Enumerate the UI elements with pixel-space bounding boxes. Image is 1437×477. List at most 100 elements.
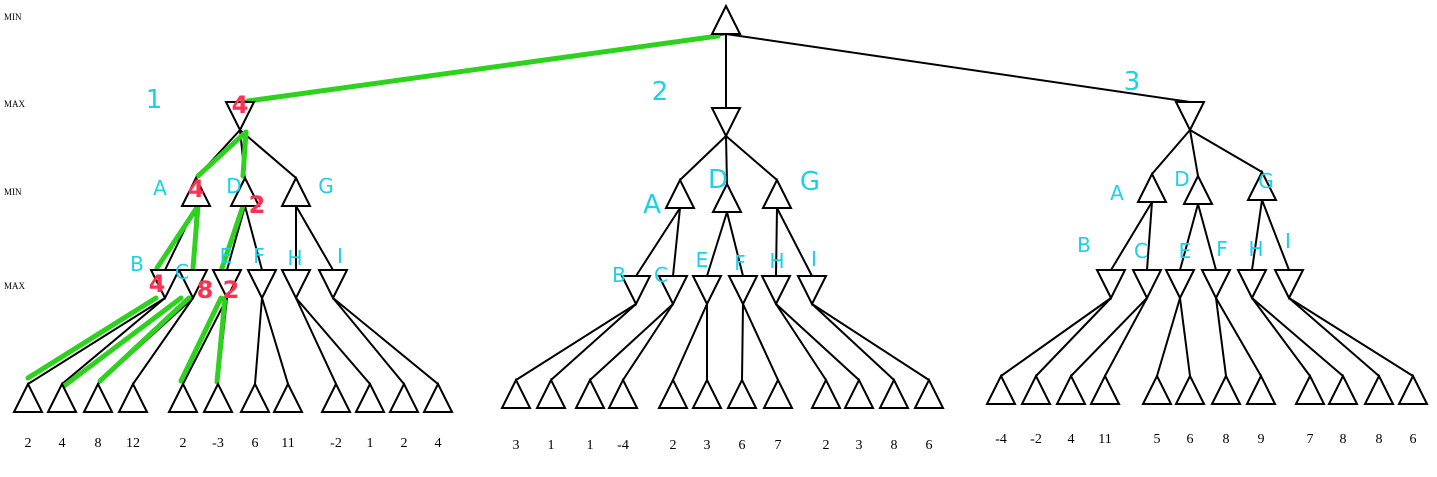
max-to-leaf-edge	[1288, 297, 1380, 377]
min-node	[280, 175, 312, 207]
leaf-node	[1089, 373, 1121, 405]
max-to-leaf-edge	[1035, 297, 1112, 377]
max-node	[657, 275, 689, 307]
min-node-letter-label: D	[226, 174, 241, 198]
leaf-node	[272, 381, 304, 413]
max-node	[1174, 101, 1206, 133]
leaf-value: 3	[856, 438, 863, 453]
leaf-node	[82, 381, 114, 413]
min-to-max-edge	[775, 207, 778, 277]
max-node-letter-label: E	[696, 248, 709, 272]
leaf-node	[422, 381, 454, 413]
max-node-letter-label: H	[1248, 237, 1263, 261]
leaf-node	[810, 377, 842, 409]
leaf-node	[843, 377, 875, 409]
root-to-max-edge	[725, 33, 1191, 103]
leaf-value: -4	[617, 438, 629, 453]
max-node-letter-label: B	[612, 263, 626, 287]
max-node-letter-label: I	[811, 247, 817, 271]
max-to-leaf-edge	[1179, 297, 1191, 377]
max-to-min-edge	[725, 135, 728, 185]
green-highlight-edge	[240, 129, 249, 179]
max-to-leaf-edge	[295, 297, 337, 385]
min-to-max-edge	[635, 207, 681, 277]
leaf-value: 9	[1258, 432, 1265, 447]
max-node-letter-label: F	[734, 251, 746, 275]
max-to-leaf-edge	[775, 303, 860, 381]
max-to-min-edge	[1189, 129, 1263, 173]
leaf-value: 1	[587, 438, 594, 453]
max-to-leaf-edge	[61, 297, 166, 385]
leaf-value: 4	[59, 436, 66, 451]
max-node	[317, 269, 349, 301]
leaf-node	[202, 381, 234, 413]
level-label-max: MAX	[4, 281, 26, 291]
leaf-node	[762, 377, 794, 409]
leaf-node	[1397, 373, 1429, 405]
green-highlight-edge	[245, 33, 721, 104]
max-node-letter-label: H	[769, 249, 784, 273]
leaf-node	[607, 377, 639, 409]
min-to-max-edge	[1261, 199, 1290, 271]
leaf-node	[1245, 373, 1277, 405]
subtree-label-3: 3	[1124, 67, 1141, 97]
max-to-leaf-edge	[1215, 297, 1227, 377]
leaf-node	[535, 377, 567, 409]
leaf-node	[1294, 373, 1326, 405]
max-to-leaf-edge	[332, 297, 439, 385]
max-to-leaf-edge	[1251, 297, 1344, 377]
leaf-node	[354, 381, 386, 413]
leaf-node	[657, 377, 689, 409]
max-to-leaf-edge	[132, 297, 194, 385]
leaf-value: 2	[25, 436, 32, 451]
level-label-max: MAX	[4, 99, 26, 109]
max-node-letter-label: B	[130, 252, 144, 276]
min-to-max-edge	[244, 205, 263, 271]
max-node-value-annotation: 2	[223, 276, 240, 304]
max-node-letter-label: C	[175, 260, 189, 284]
max-node-letter-label: H	[287, 246, 302, 270]
leaf-value: 1	[548, 438, 555, 453]
subtree-label-1: 1	[146, 85, 163, 115]
min-node-letter-label: D	[1174, 167, 1189, 191]
max-to-leaf-edge	[741, 303, 744, 381]
max-to-leaf-edge	[775, 303, 827, 381]
max-to-leaf-edge	[811, 303, 895, 381]
max-node	[211, 269, 243, 301]
green-path-highlights	[25, 33, 721, 389]
leaf-value: 6	[739, 438, 746, 453]
leaf-node	[1327, 373, 1359, 405]
max-node-letter-label: I	[337, 244, 343, 268]
leaf-value: 11	[281, 436, 294, 451]
max-to-leaf-edge	[811, 303, 930, 381]
leaf-value: -3	[212, 436, 224, 451]
tree-nodes	[12, 3, 1429, 413]
max-to-min-edge	[1189, 129, 1199, 177]
leaf-node	[1141, 373, 1173, 405]
leaf-value: 12	[126, 436, 140, 451]
max-node	[691, 275, 723, 307]
leaf-value: 8	[1376, 432, 1383, 447]
leaf-value: 3	[704, 438, 711, 453]
leaf-node	[691, 377, 723, 409]
max-to-leaf-edge	[332, 297, 405, 385]
min-to-max-edge	[1146, 201, 1153, 271]
max-to-leaf-edge	[182, 297, 228, 385]
max-to-leaf-edge	[1070, 297, 1148, 377]
min-node	[229, 175, 261, 207]
leaf-node	[1363, 373, 1395, 405]
min-node-letter-label: G	[318, 174, 334, 198]
leaf-node	[726, 377, 758, 409]
leaf-value: 8	[891, 438, 898, 453]
min-node	[1182, 173, 1214, 205]
leaf-value: 1	[367, 436, 374, 451]
min-node-letter-label: A	[643, 190, 661, 220]
max-to-min-edge	[239, 129, 297, 179]
max-to-leaf-edge	[550, 303, 637, 381]
leaf-value: 2	[180, 436, 187, 451]
min-to-max-edge	[706, 211, 728, 277]
leaf-node	[500, 377, 532, 409]
max-to-min-edge	[1151, 129, 1191, 175]
